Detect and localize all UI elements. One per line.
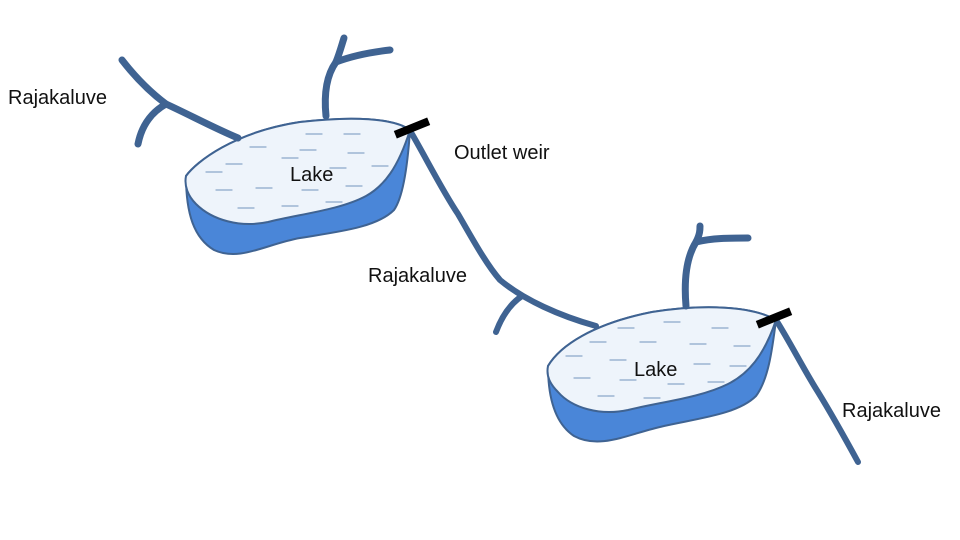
- label-rajakaluve-middle: Rajakaluve: [368, 265, 467, 287]
- label-rajakaluve-bottom-right: Rajakaluve: [842, 400, 941, 422]
- upper-lake: Lake: [184, 117, 412, 255]
- stream-lower-inlet-branch: [692, 234, 752, 246]
- label-rajakaluve-top-left: Rajakaluve: [8, 87, 107, 109]
- lower-outlet-weir: [755, 307, 793, 329]
- upper-lake-surface: [184, 117, 412, 225]
- lower-lake-surface: [546, 306, 778, 413]
- streams: [118, 34, 861, 465]
- stream-top-left-branch: [134, 100, 170, 148]
- label-outlet-weir: Outlet weir: [454, 142, 550, 164]
- lower-lake: Lake: [546, 306, 778, 443]
- stream-top-left-main: [118, 56, 242, 142]
- weirs: [393, 117, 793, 329]
- stream-top-inlet: [321, 34, 348, 120]
- upper-lake-label: Lake: [290, 164, 333, 186]
- stream-connecting-branch: [493, 293, 525, 335]
- stream-bottom-right-outflow: [773, 317, 861, 465]
- upper-lake-ripples: [205, 133, 389, 209]
- stream-top-inlet-branch: [332, 46, 394, 66]
- upper-outlet-weir: [393, 117, 431, 139]
- stream-connecting-channel: [409, 131, 599, 329]
- lower-lake-ripples: [565, 321, 751, 399]
- lower-lake-label: Lake: [634, 359, 677, 381]
